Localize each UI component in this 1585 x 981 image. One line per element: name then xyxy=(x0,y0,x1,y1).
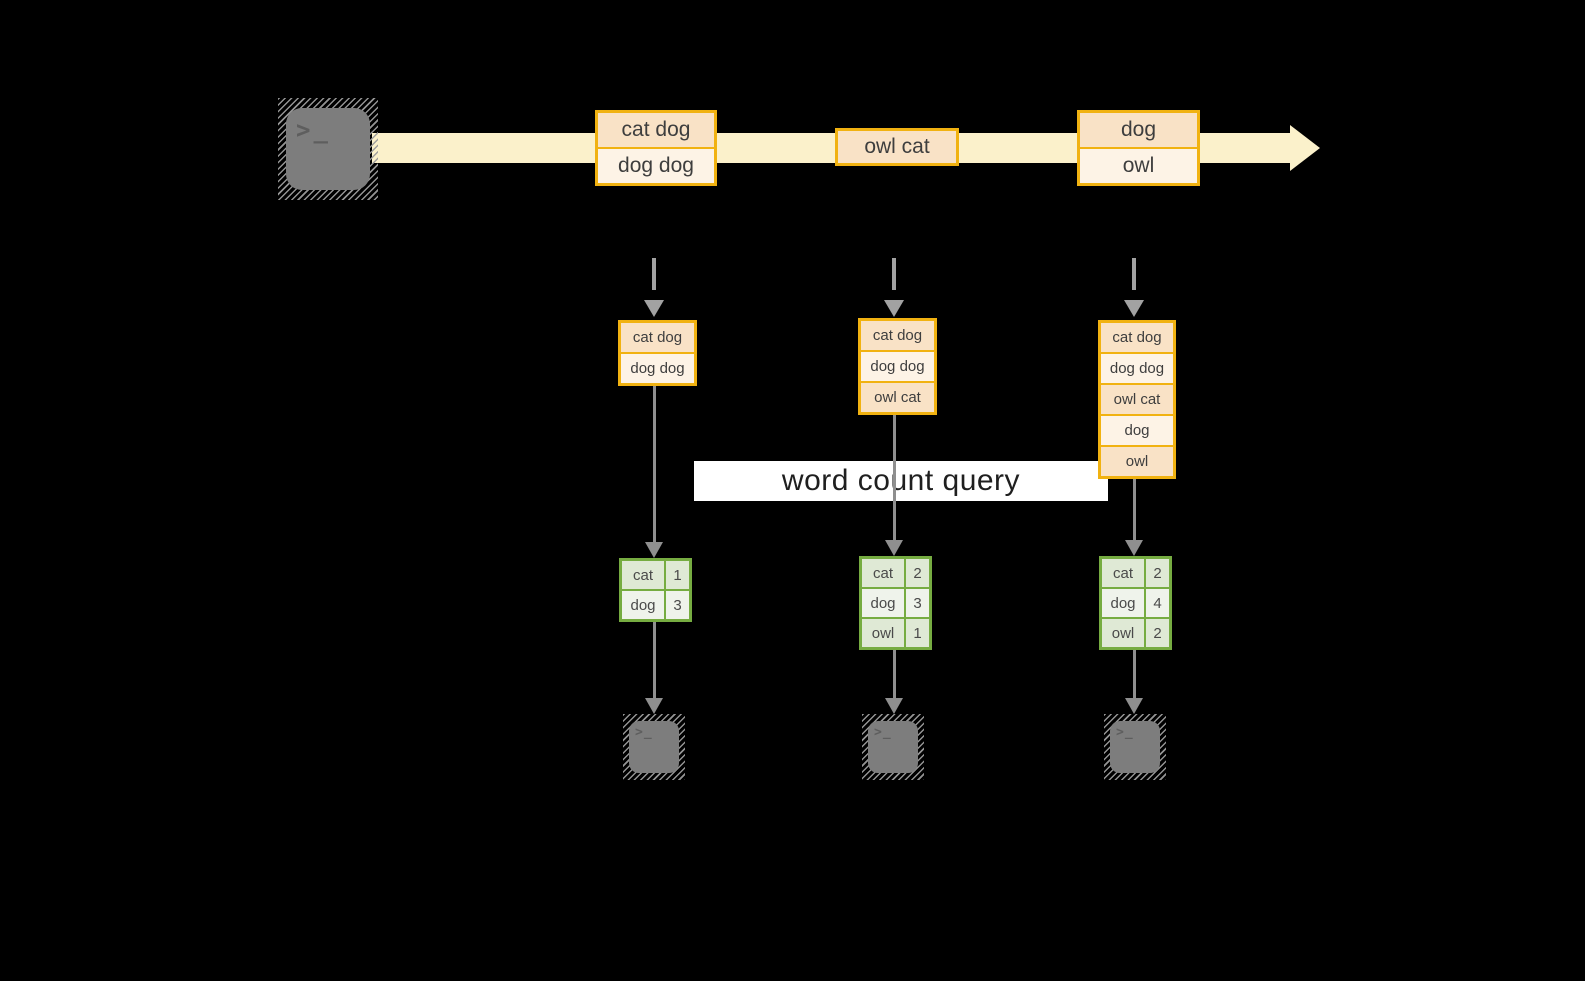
count-value: 1 xyxy=(666,561,689,589)
state-line: dog dog xyxy=(621,352,694,383)
count-value: 4 xyxy=(1146,589,1169,617)
event-line: dog xyxy=(1080,113,1197,147)
dashed-arrow-head-icon xyxy=(1124,300,1144,317)
dashed-arrow-stem xyxy=(892,258,896,290)
terminal-prompt: >_ xyxy=(874,725,892,740)
state-box-1: cat dog dog dog xyxy=(618,320,697,386)
count-table-1: cat 1 dog 3 xyxy=(619,558,692,622)
flow-arrow-head-icon xyxy=(1125,540,1143,556)
count-word: dog xyxy=(1102,589,1146,617)
count-word: owl xyxy=(862,619,906,647)
flow-arrow-head-icon xyxy=(645,542,663,558)
terminal-sink-icon: >_ xyxy=(862,714,924,780)
count-row: owl 1 xyxy=(862,617,929,647)
state-line: cat dog xyxy=(1101,323,1173,352)
state-line: dog dog xyxy=(861,350,934,381)
count-word: dog xyxy=(862,589,906,617)
count-table-2: cat 2 dog 3 owl 1 xyxy=(859,556,932,650)
flow-arrow-stem xyxy=(1133,650,1136,698)
query-label: word count query xyxy=(781,464,1021,497)
dashed-arrow-stem xyxy=(652,258,656,290)
stream-event-1: cat dog dog dog xyxy=(595,110,717,186)
flow-arrow-head-icon xyxy=(885,540,903,556)
stream-event-2: owl cat xyxy=(835,128,959,166)
stream-event-3: dog owl xyxy=(1077,110,1200,186)
terminal-screen: >_ xyxy=(629,721,679,773)
state-line: dog dog xyxy=(1101,352,1173,383)
flow-arrow-head-icon xyxy=(1125,698,1143,714)
count-value: 1 xyxy=(906,619,929,647)
state-line: cat dog xyxy=(621,323,694,352)
event-line: cat dog xyxy=(598,113,714,147)
state-line: dog xyxy=(1101,414,1173,445)
terminal-prompt: >_ xyxy=(635,725,653,740)
terminal-prompt: >_ xyxy=(1116,725,1134,740)
state-line: owl xyxy=(1101,445,1173,476)
count-row: cat 2 xyxy=(862,559,929,587)
count-value: 3 xyxy=(906,589,929,617)
flow-arrow-stem xyxy=(653,622,656,698)
count-word: cat xyxy=(862,559,906,587)
count-row: dog 4 xyxy=(1102,587,1169,617)
count-word: dog xyxy=(622,591,666,619)
event-line: owl cat xyxy=(838,131,956,163)
event-line: owl xyxy=(1080,147,1197,183)
dashed-arrow-head-icon xyxy=(884,300,904,317)
flow-arrow-head-icon xyxy=(885,698,903,714)
state-box-3: cat dog dog dog owl cat dog owl xyxy=(1098,320,1176,479)
count-row: dog 3 xyxy=(622,589,689,619)
terminal-screen: >_ xyxy=(1110,721,1160,773)
terminal-source-icon: >_ xyxy=(278,98,378,200)
terminal-screen: >_ xyxy=(286,108,370,190)
state-line: cat dog xyxy=(861,321,934,350)
terminal-screen: >_ xyxy=(868,721,918,773)
count-row: owl 2 xyxy=(1102,617,1169,647)
count-row: dog 3 xyxy=(862,587,929,617)
count-row: cat 2 xyxy=(1102,559,1169,587)
state-line: owl cat xyxy=(861,381,934,412)
dashed-arrow-stem xyxy=(1132,258,1136,290)
flow-arrow-stem xyxy=(893,415,896,540)
count-value: 3 xyxy=(666,591,689,619)
count-row: cat 1 xyxy=(622,561,689,589)
terminal-sink-icon: >_ xyxy=(1104,714,1166,780)
dashed-arrow-head-icon xyxy=(644,300,664,317)
flow-arrow-head-icon xyxy=(645,698,663,714)
flow-arrow-stem xyxy=(1133,479,1136,540)
count-value: 2 xyxy=(1146,619,1169,647)
flow-arrow-stem xyxy=(653,386,656,542)
event-line: dog dog xyxy=(598,147,714,183)
count-value: 2 xyxy=(906,559,929,587)
query-label-band: word count query xyxy=(694,461,1108,501)
state-box-2: cat dog dog dog owl cat xyxy=(858,318,937,415)
count-word: owl xyxy=(1102,619,1146,647)
count-word: cat xyxy=(1102,559,1146,587)
flow-arrow-stem xyxy=(893,650,896,698)
count-table-3: cat 2 dog 4 owl 2 xyxy=(1099,556,1172,650)
terminal-prompt: >_ xyxy=(296,116,331,144)
count-value: 2 xyxy=(1146,559,1169,587)
terminal-sink-icon: >_ xyxy=(623,714,685,780)
count-word: cat xyxy=(622,561,666,589)
state-line: owl cat xyxy=(1101,383,1173,414)
stream-arrowhead-icon xyxy=(1290,125,1320,171)
